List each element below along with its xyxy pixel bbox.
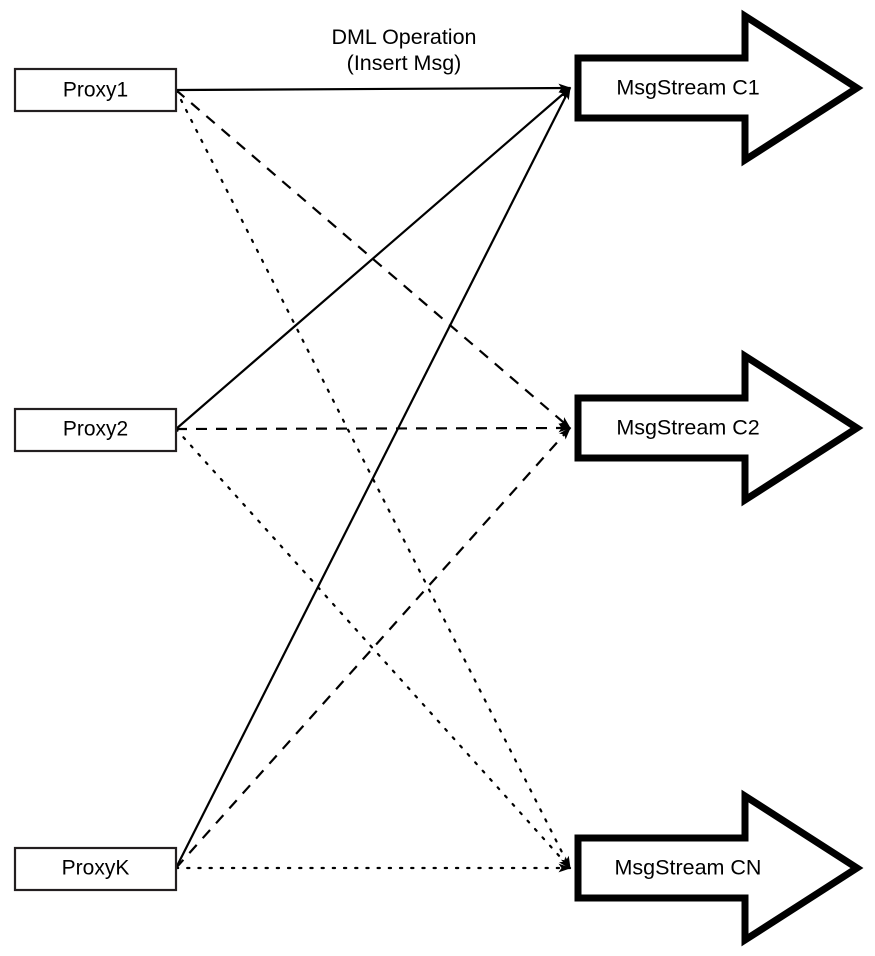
dml-operation-label-line2: (Insert Msg) (347, 51, 462, 75)
msgstream-c2-arrow-shape[interactable] (574, 349, 864, 507)
proxy2-label: Proxy2 (63, 418, 128, 441)
edge-proxy1-to-msgstream-c1 (175, 83, 572, 93)
msgstream-c2-label: MsgStream C2 (616, 416, 759, 440)
proxyk-label: ProxyK (62, 857, 130, 880)
edge-proxy2-to-msgstream-c2 (175, 423, 572, 433)
node-msgstream-cn[interactable]: MsgStream CN (574, 789, 864, 947)
node-msgstream-c2[interactable]: MsgStream C2 (574, 349, 864, 507)
msgstream-cn-label: MsgStream CN (615, 856, 762, 880)
proxy1-box[interactable] (13, 67, 178, 113)
edge-proxyk-to-msgstream-c2 (175, 426, 572, 869)
dml-operation-label-line1: DML Operation (332, 25, 477, 49)
edge-proxy1-to-msgstream-c2 (175, 89, 572, 429)
msgstream-c1-label: MsgStream C1 (616, 76, 759, 100)
msgstream-cn-arrow-shape[interactable] (574, 789, 864, 947)
edge-proxy2-to-msgstream-c1 (175, 87, 572, 430)
edge-proxyk-to-msgstream-c1 (175, 86, 571, 869)
msgstream-c1-arrow-shape[interactable] (574, 9, 864, 167)
node-proxyk[interactable]: ProxyK (13, 846, 178, 892)
node-proxy2[interactable]: Proxy2 (13, 407, 178, 453)
proxyk-box[interactable] (13, 846, 178, 892)
edges-layer (174, 83, 572, 873)
node-proxy1[interactable]: Proxy1 (13, 67, 178, 113)
dml-operation-annotation: DML Operation (Insert Msg) (332, 25, 477, 75)
proxy1-label: Proxy1 (63, 79, 128, 102)
node-msgstream-c1[interactable]: MsgStream C1 (574, 9, 864, 167)
proxy2-box[interactable] (13, 407, 178, 453)
msgstream-nodes-layer: MsgStream C1 MsgStream C2 MsgStream CN (574, 9, 864, 947)
proxy-nodes-layer: Proxy1 Proxy2 ProxyK (13, 67, 178, 892)
